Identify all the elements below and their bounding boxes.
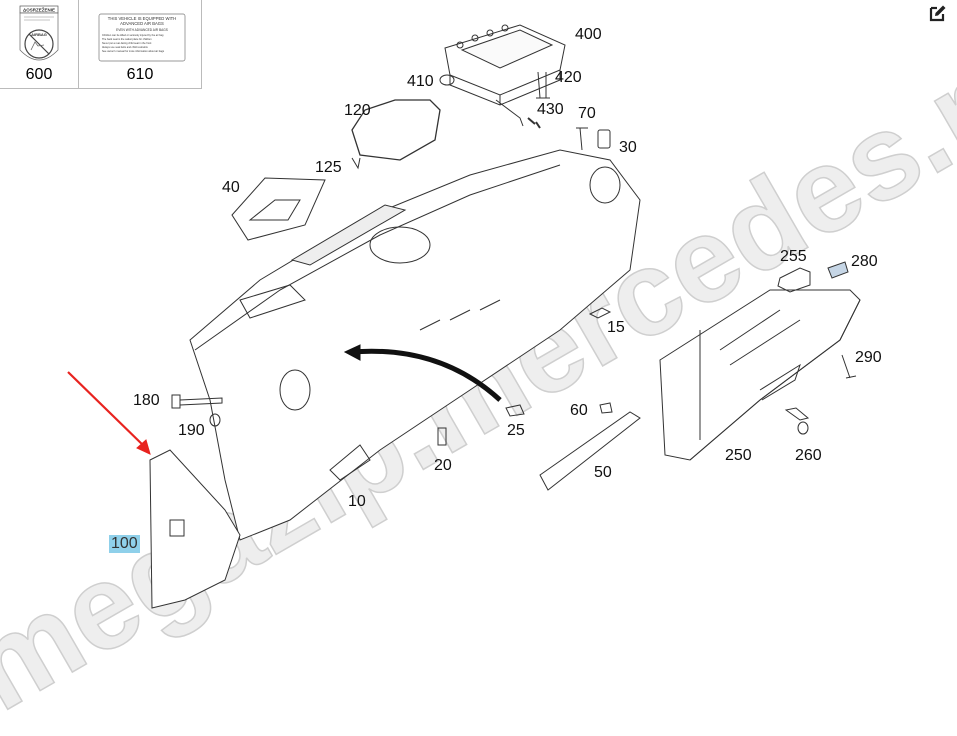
edit-icon[interactable] — [929, 4, 947, 22]
label-box-610[interactable]: THIS VEHICLE IS EQUIPPED WITH ADVANCED A… — [79, 0, 202, 89]
highlight-arrow — [67, 371, 149, 451]
part-70-screw[interactable] — [576, 127, 588, 151]
part-10-dashboard[interactable] — [189, 149, 641, 541]
callout-40[interactable]: 40 — [222, 179, 240, 196]
part-20-clip[interactable] — [437, 427, 447, 446]
svg-text:See owner's manual for more in: See owner's manual for more information … — [102, 50, 165, 53]
callout-400[interactable]: 400 — [575, 26, 602, 43]
svg-text:ΔOSRZEŽENIE: ΔOSRZEŽENIE — [23, 6, 55, 13]
callout-410[interactable]: 410 — [407, 73, 434, 90]
part-40-trim[interactable] — [231, 177, 326, 241]
part-60-clip[interactable] — [599, 402, 613, 414]
callout-20[interactable]: 20 — [434, 457, 452, 474]
part-180-switch[interactable] — [171, 394, 223, 409]
callout-430[interactable]: 430 — [537, 101, 564, 118]
part-30-clip[interactable] — [597, 129, 611, 149]
svg-text:The back seat is the safest pl: The back seat is the safest place for ch… — [102, 38, 152, 41]
part-430-bolt[interactable] — [527, 117, 541, 129]
callout-280[interactable]: 280 — [851, 253, 878, 270]
callout-50[interactable]: 50 — [594, 464, 612, 481]
part-15-clip[interactable] — [588, 307, 612, 319]
svg-text:Never put a rear-facing child: Never put a rear-facing child seat in th… — [102, 42, 152, 45]
callout-125[interactable]: 125 — [315, 159, 342, 176]
callout-190[interactable]: 190 — [178, 422, 205, 439]
callout-25[interactable]: 25 — [507, 422, 525, 439]
callout-30[interactable]: 30 — [619, 139, 637, 156]
part-290-screw[interactable] — [841, 354, 857, 379]
airbag-symbol-icon — [169, 519, 185, 537]
callout-10[interactable]: 10 — [348, 493, 366, 510]
callout-180[interactable]: 180 — [133, 392, 160, 409]
part-410-nut[interactable] — [439, 74, 455, 86]
callout-100-highlighted[interactable]: 100 — [109, 535, 140, 553]
callout-60[interactable]: 60 — [570, 402, 588, 419]
part-400-passenger-airbag[interactable] — [444, 24, 566, 127]
svg-text:ADVANCED AIR BAGS: ADVANCED AIR BAGS — [120, 21, 164, 26]
part-420-stud[interactable] — [536, 71, 550, 99]
callout-120[interactable]: 120 — [344, 102, 371, 119]
svg-text:AIRBAG: AIRBAG — [31, 32, 47, 37]
part-100-side-panel[interactable] — [149, 449, 241, 609]
part-255-handle[interactable] — [777, 267, 811, 293]
part-190-grommet[interactable] — [209, 413, 221, 427]
part-50-trim-strip[interactable] — [539, 411, 641, 491]
callout-420[interactable]: 420 — [555, 69, 582, 86]
airbag-info-label-icon: THIS VEHICLE IS EQUIPPED WITH ADVANCED A… — [98, 13, 186, 62]
part-125-clip[interactable] — [351, 157, 361, 170]
direction-arrow — [351, 348, 502, 402]
svg-text:Always use seat belts and chil: Always use seat belts and child restrain… — [102, 46, 148, 49]
svg-text:Children can be killed or seri: Children can be killed or seriously inju… — [102, 34, 164, 37]
exploded-view-drawing — [67, 24, 861, 609]
part-120-cover[interactable] — [351, 99, 441, 161]
part-280-pin[interactable] — [827, 261, 849, 279]
callout-290[interactable]: 290 — [855, 349, 882, 366]
part-25-clip[interactable] — [505, 404, 525, 417]
svg-text:THIS VEHICLE IS EQUIPPED WITH: THIS VEHICLE IS EQUIPPED WITH — [108, 16, 176, 21]
part-260-lock[interactable] — [784, 407, 810, 421]
callout-255[interactable]: 255 — [780, 248, 807, 265]
part-250-glovebox[interactable] — [659, 289, 861, 461]
label-box-600[interactable]: ΔOSRZEŽENIE AIRBAG 600 — [0, 0, 79, 89]
callout-250[interactable]: 250 — [725, 447, 752, 464]
callout-15[interactable]: 15 — [607, 319, 625, 336]
label-number-610: 610 — [126, 66, 154, 83]
svg-text:EVEN WITH ADVANCED AIR BAGS: EVEN WITH ADVANCED AIR BAGS — [116, 28, 168, 32]
callout-70[interactable]: 70 — [578, 105, 596, 122]
label-number-600: 600 — [25, 66, 53, 83]
airbag-warning-sticker-icon: ΔOSRZEŽENIE AIRBAG — [19, 6, 59, 61]
callout-260[interactable]: 260 — [795, 447, 822, 464]
